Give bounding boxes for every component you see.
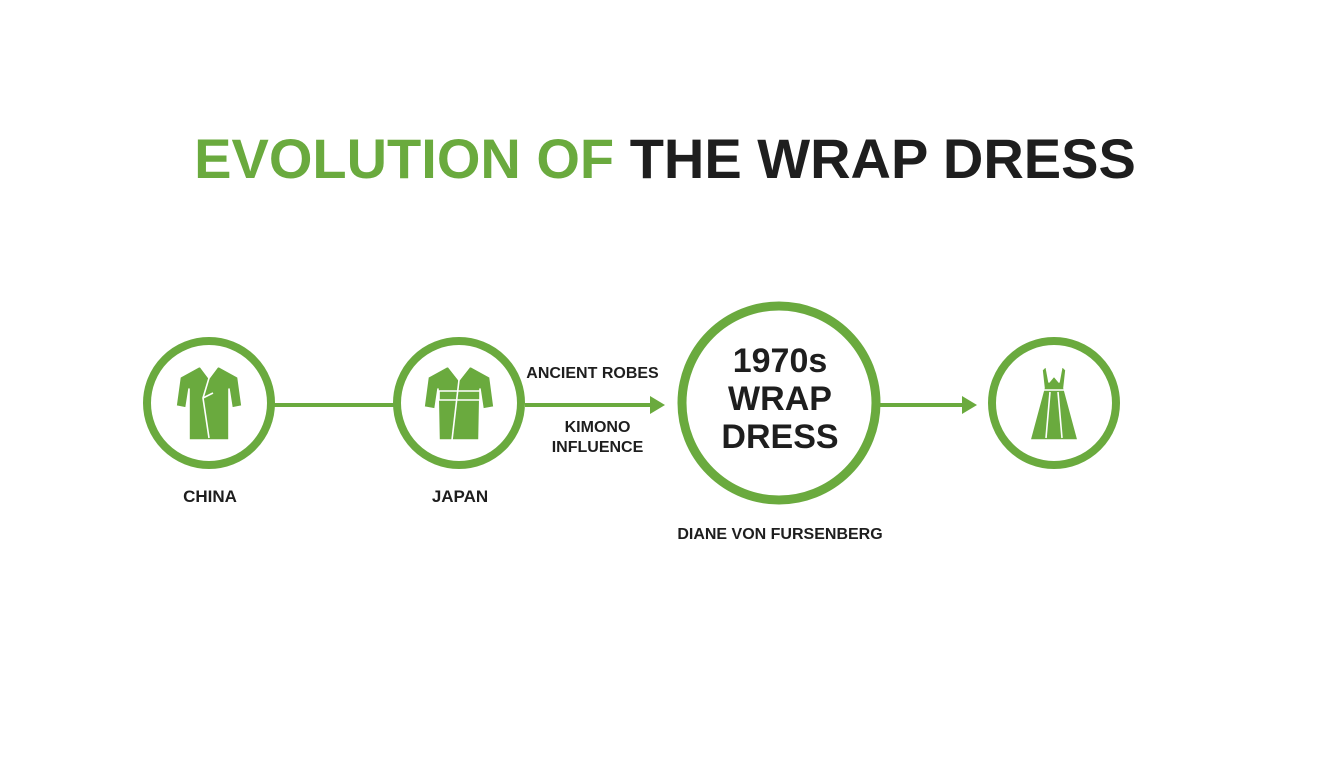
node-wrap-circle [677,301,881,505]
edge-label-kimono-influence: KIMONO INFLUENCE [525,418,670,458]
wrap-dress-line-2: WRAP [728,380,832,418]
arrowhead-japan-wrap [650,396,665,414]
edge-label-ancient-robes: ANCIENT ROBES [526,365,659,382]
arrowhead-wrap-dress [962,396,977,414]
wrap-dress-line-3: DRESS [721,418,839,456]
wrap-dress-caption: DIANE VON FURSENBERG [677,526,883,543]
edge-label-kimono-line-2: INFLUENCE [551,439,644,456]
wrap-dress-line-1: 1970s [732,342,828,380]
kimono-icon [423,365,495,441]
robe-icon [175,365,243,441]
title-main: THE WRAP DRESS [629,127,1136,190]
page-title: EVOLUTION OF THE WRAP DRESS [0,126,1330,192]
title-accent: EVOLUTION OF [194,127,615,190]
edge-label-kimono-line-1: KIMONO [564,419,631,436]
dress-icon [1029,365,1079,441]
node-china-label: CHINA [183,487,237,506]
node-japan-label: JAPAN [431,487,489,506]
wrap-dress-node-text: 1970s WRAP DRESS [679,342,881,456]
